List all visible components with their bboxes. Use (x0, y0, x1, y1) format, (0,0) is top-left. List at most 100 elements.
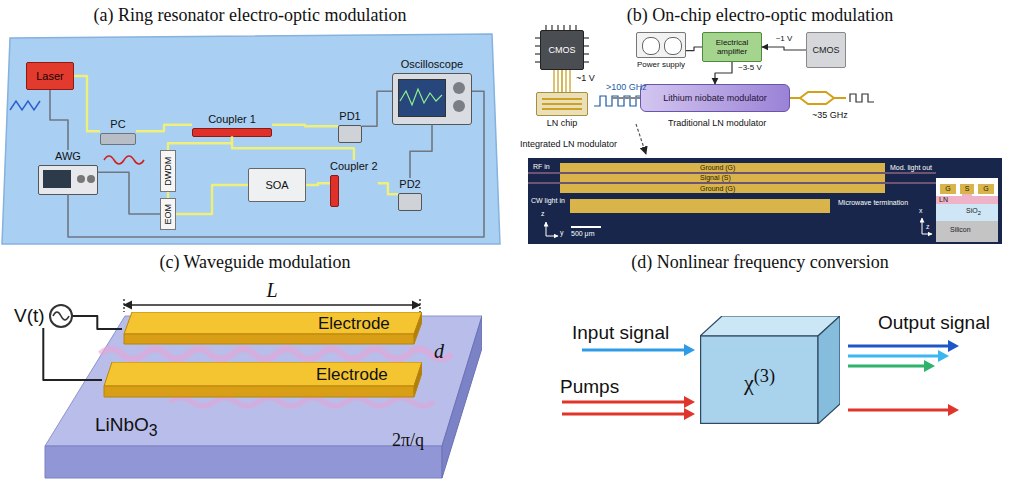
electrode-drawing-part (104, 362, 422, 386)
electrical-amplifier: Electrical amplifier (702, 32, 762, 62)
scope-knob (453, 82, 465, 94)
cube-drawing-part (818, 316, 840, 424)
eom-label: EOM (163, 204, 173, 225)
photodetector: PD2 (398, 178, 422, 211)
annotation: SiO2 (966, 207, 981, 217)
dwdm-label: DWDM (163, 157, 173, 186)
annotation: x (919, 207, 923, 215)
ln-chip-label: LN chip (547, 118, 578, 128)
electrical-amplifier-label: Electrical amplifier (706, 38, 758, 56)
lithium-niobate-modulator: Lithium niobate modulator (640, 84, 790, 112)
power-supply-label: Power supply (637, 60, 685, 69)
electrical-cable (410, 125, 432, 178)
beam-arrows-part (848, 345, 949, 348)
beam-arrows-part (938, 350, 949, 362)
annotation: z (541, 210, 545, 218)
awg-knob (87, 175, 95, 183)
modulator-micrograph-part (546, 222, 547, 236)
annotation: Mod. light out (890, 164, 932, 172)
oscilloscope-body (392, 73, 472, 125)
annotation: Output signal (878, 312, 990, 334)
optical-table-part (2, 34, 500, 244)
chip-traces-part (569, 70, 570, 92)
modulator-micrograph-part (528, 183, 936, 184)
annotation: RF in (533, 163, 550, 171)
beam-arrows-part (562, 401, 685, 404)
annotation: Integrated LN modulator (520, 139, 617, 149)
electrode: Electrode (122, 312, 422, 346)
annotation: d (434, 340, 444, 363)
beam-arrows-part (948, 340, 959, 352)
annotation: CW light in (531, 197, 565, 205)
modulator-micrograph-part (922, 234, 932, 235)
modulator-micrograph-part (528, 173, 936, 174)
modulator-micrograph-part (560, 174, 885, 182)
beam-arrows-part (948, 404, 959, 416)
annotation: ~35 GHz (812, 110, 848, 120)
modulator-micrograph-part (960, 184, 974, 194)
annotation: LN (939, 196, 948, 204)
laser-source-label: Laser (36, 70, 64, 83)
modulator-micrograph-part (936, 204, 998, 221)
eom: EOM (160, 198, 176, 230)
optical-fiber (272, 125, 338, 127)
photodetector: PD1 (338, 110, 362, 143)
beam-arrows-part (684, 344, 695, 356)
slab-drawing-part (170, 398, 434, 406)
modulator-micrograph-part (528, 158, 1002, 244)
oscilloscope-label: Oscilloscope (401, 58, 463, 71)
electrode-drawing-part (124, 312, 422, 334)
annotation: Ground (G) (700, 164, 735, 172)
chip-electrode (542, 103, 582, 105)
modulator-micrograph-part (546, 236, 558, 237)
soa-label: SOA (265, 179, 288, 192)
cmos-chip: CMOS (806, 32, 846, 68)
annotation: >100 GHz (606, 82, 647, 92)
edge-label: ~3-5 V (737, 63, 763, 72)
power-supply: Power supply (636, 32, 686, 69)
lithium-niobate-slab-label: LiNbO3 (95, 414, 158, 440)
beam-arrows-part (848, 409, 949, 412)
modulator-micrograph-part (936, 221, 998, 242)
panel-title: (a) Ring resonator electro-optic modulat… (94, 5, 407, 26)
coupler: Coupler 2 (330, 160, 378, 207)
cmos-chip-label: CMOS (549, 45, 576, 55)
ln-chip: LN chip (536, 92, 588, 128)
voltage-source: V(t) (14, 304, 73, 328)
panel-title: (d) Nonlinear frequency conversion (631, 252, 888, 273)
awg-knob (77, 175, 85, 183)
coupler-bar (330, 175, 339, 207)
coupler-label: Coupler 1 (208, 113, 256, 126)
panel-title: (c) Waveguide modulation (159, 252, 350, 273)
cmos-pins-part (584, 61, 589, 62)
modulator-micrograph-part (936, 196, 998, 204)
coupler: Coupler 1 (192, 113, 272, 137)
chip-electrode (542, 98, 582, 100)
chip-electrode (542, 108, 582, 110)
optical-table (2, 34, 500, 244)
meter-dial (664, 37, 682, 55)
beam-arrows-part (848, 365, 925, 368)
annotation: 2π/q (392, 430, 424, 451)
chip-traces (554, 70, 570, 92)
panel-title: (b) On-chip electro-optic modulation (627, 5, 893, 26)
beam-arrows-part (684, 408, 695, 420)
meter-dial (642, 37, 660, 55)
beam-arrows-part (924, 360, 935, 372)
beam-arrows-part (582, 349, 685, 352)
soa: SOA (248, 168, 306, 202)
slab-drawing-part (45, 446, 442, 478)
power-supply-body (636, 32, 686, 58)
electrode-drawing-part (124, 334, 414, 344)
lithium-niobate-slab-label-part: 3 (149, 422, 158, 439)
photodetector-label: PD1 (339, 110, 360, 123)
optical-fiber (136, 125, 192, 132)
annotation: ~1 V (576, 73, 595, 83)
cmos-chip-label: CMOS (813, 45, 840, 55)
annotation: L (266, 279, 277, 302)
modulator-micrograph (528, 158, 1002, 244)
source-symbol (49, 304, 73, 328)
drive-wire (73, 316, 122, 329)
annotation-part: 2 (978, 210, 981, 216)
length-dimension-part (124, 304, 420, 305)
